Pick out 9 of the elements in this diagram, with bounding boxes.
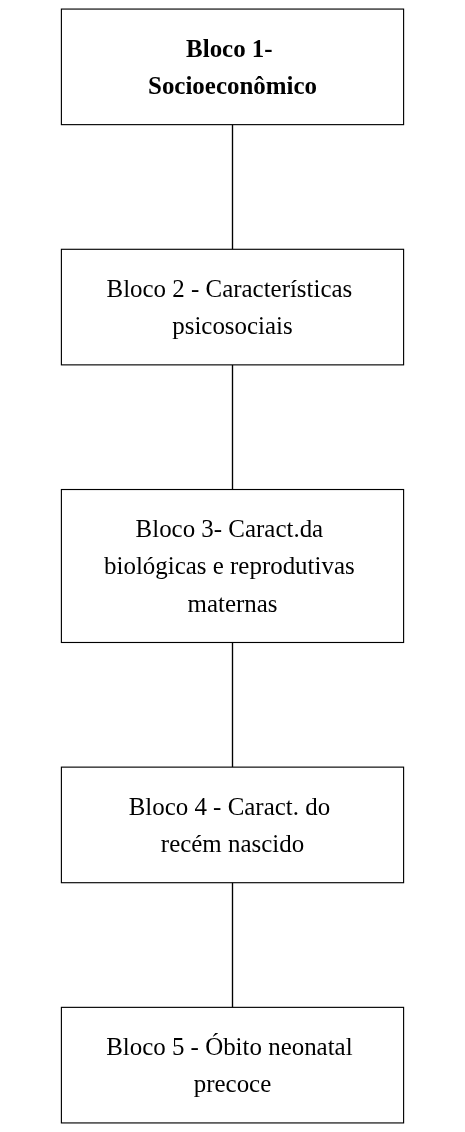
connector (231, 882, 234, 1009)
node-box: Bloco 2 - Características psicosociais (60, 248, 405, 366)
node-box: Bloco 1- Socioeconômico (60, 8, 405, 126)
connector (231, 641, 234, 768)
node-box: Bloco 3- Caract.da biológicas e reprodutivas maternas (60, 488, 405, 644)
connector (231, 364, 234, 491)
node-box: Bloco 5 - Óbito neonatal precoce (60, 1006, 405, 1124)
connector (231, 123, 234, 250)
node-box: Bloco 4 - Caract. do recém nascido (60, 766, 405, 884)
